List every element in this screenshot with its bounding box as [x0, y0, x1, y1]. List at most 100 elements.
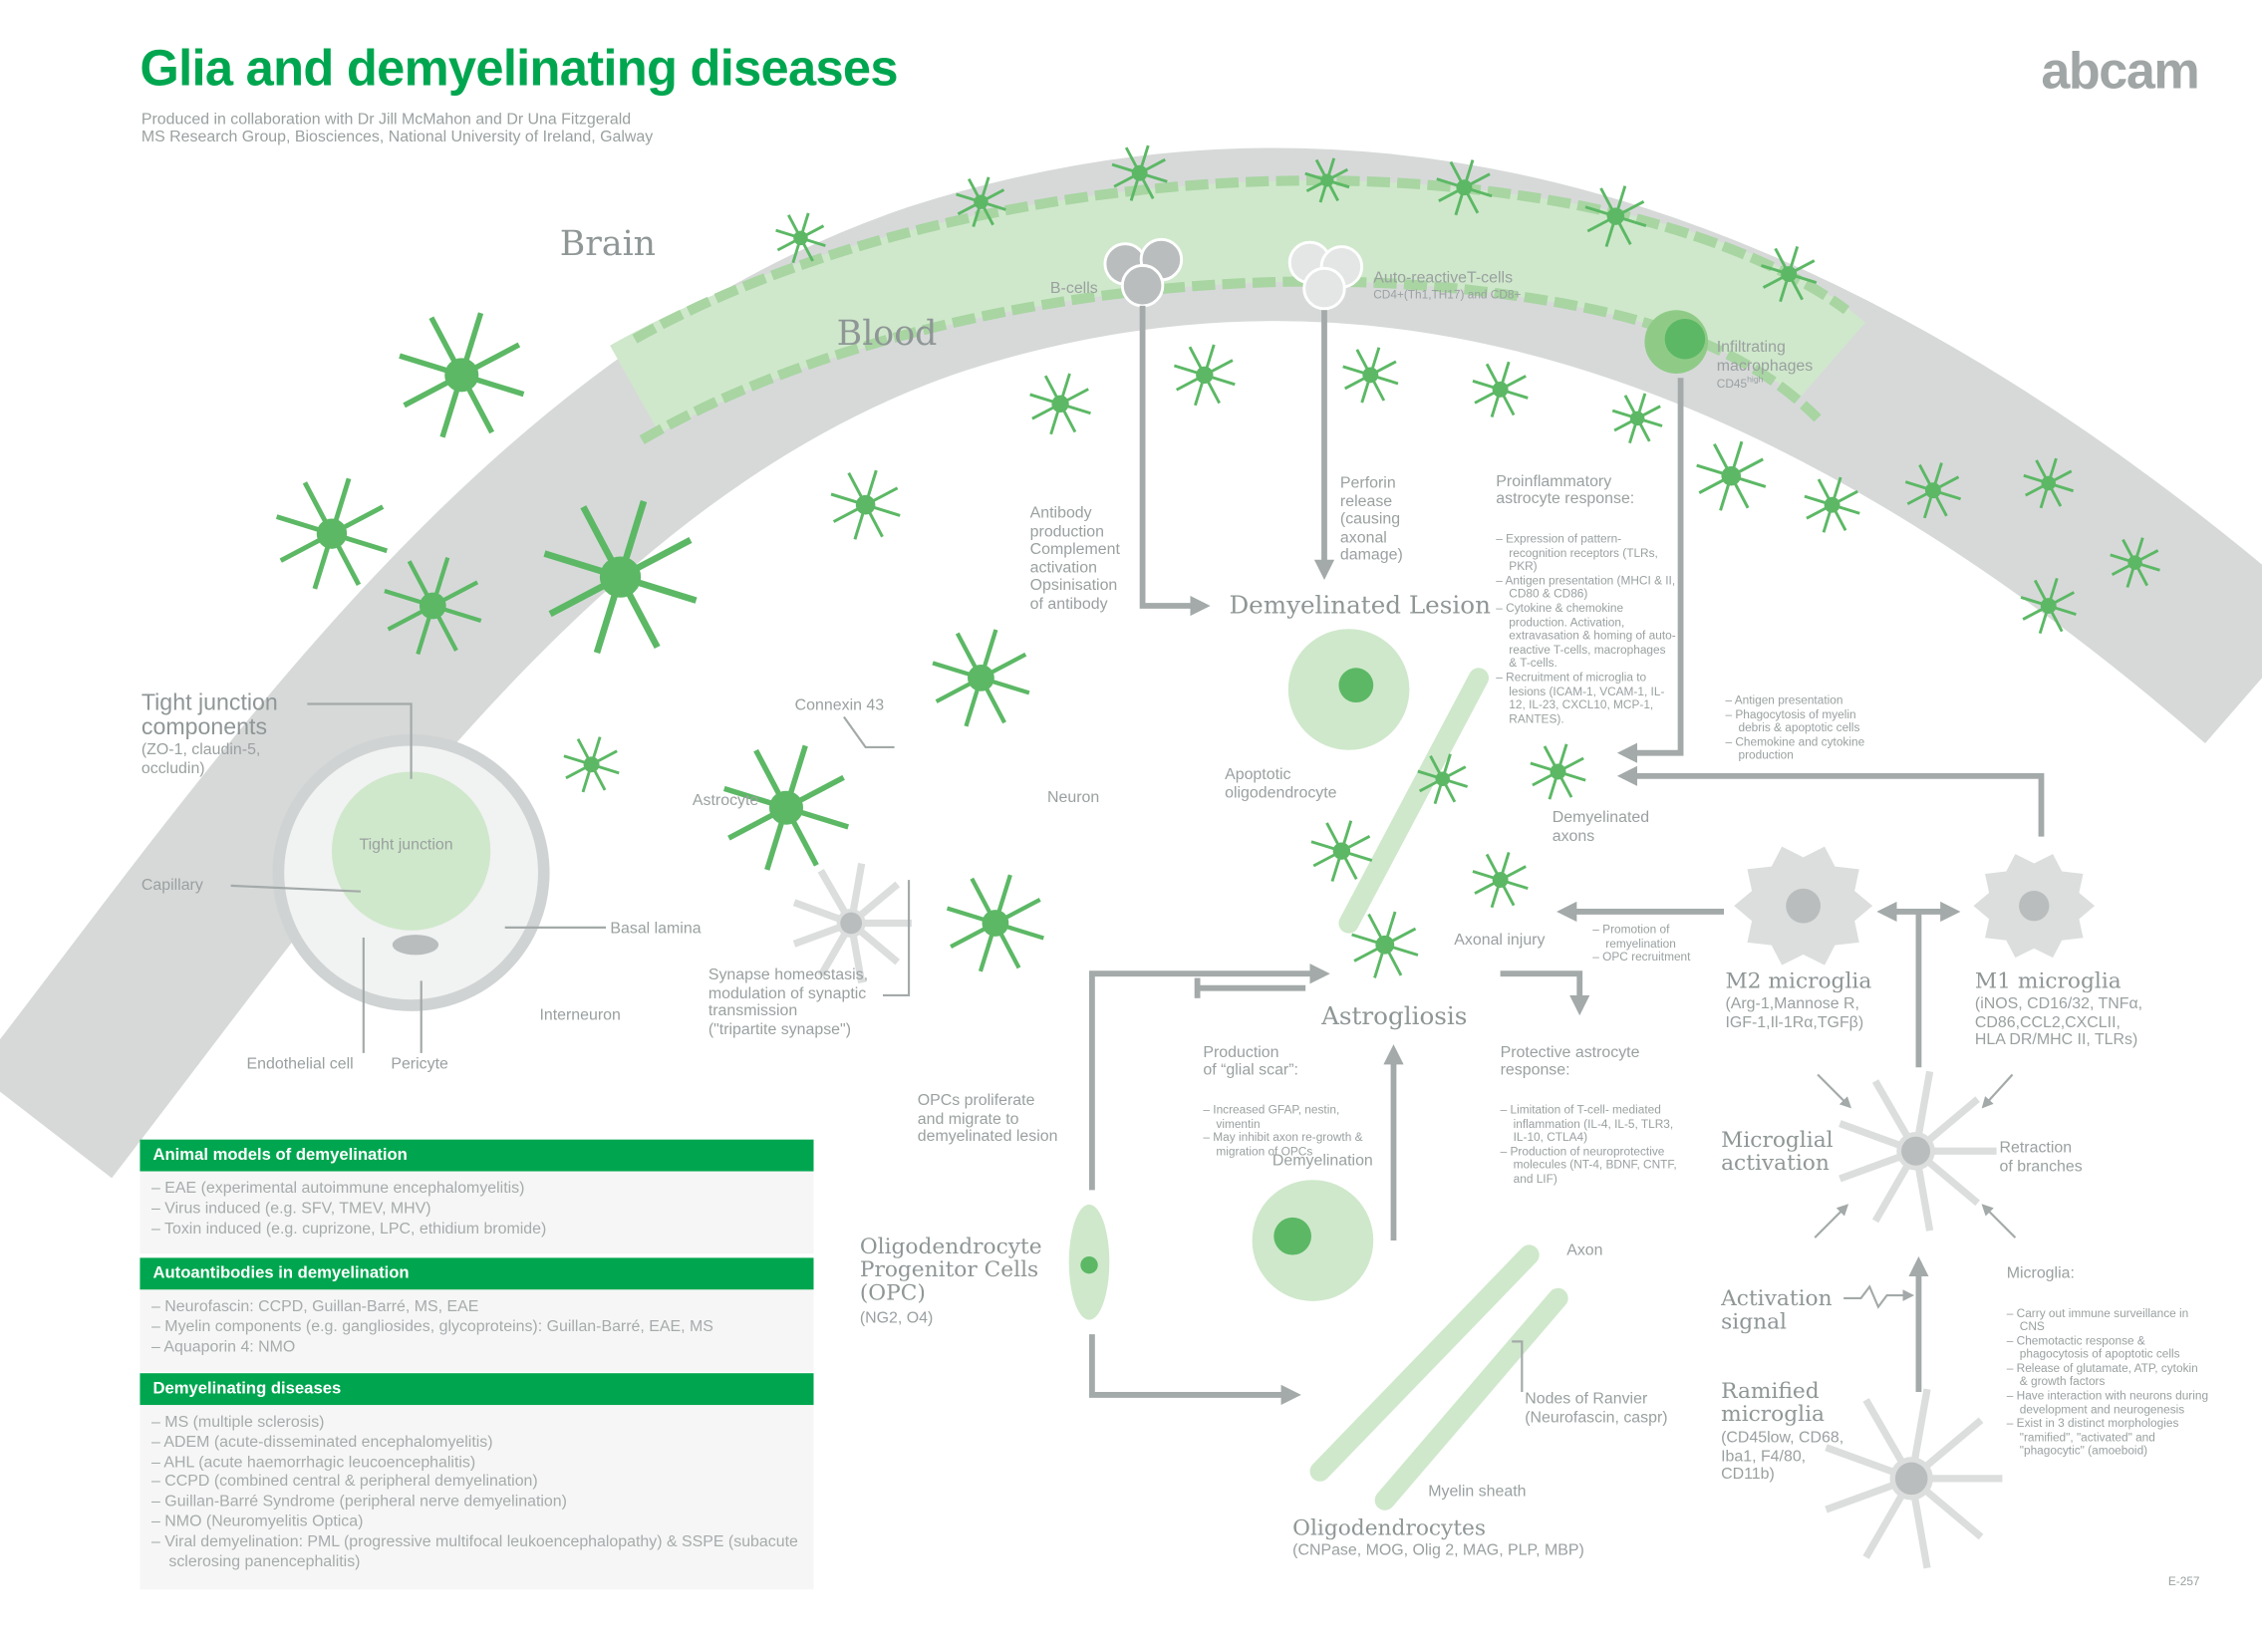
- astrocyte-icon: [830, 469, 901, 540]
- list-item: Recruitment of microglia to lesions (ICA…: [1496, 671, 1676, 726]
- info-panel: Animal models of demyelinationEAE (exper…: [140, 1139, 814, 1254]
- glial-scar-list: Increased GFAP, nestin, vimentinMay inhi…: [1203, 1103, 1376, 1159]
- vessel-wall-top: [632, 175, 1850, 344]
- astrocyte-icon: [1436, 159, 1493, 216]
- opc-label: Oligodendrocyte Progenitor Cells (OPC): [859, 1233, 1042, 1306]
- list-item: Phagocytosis of myelin debris & apoptoti…: [1725, 707, 1890, 735]
- vessel-wall-bottom: [639, 276, 1822, 444]
- axonal-injury-label: Axonal injury: [1454, 932, 1546, 950]
- t-cells-label: Auto-reactiveT-cells: [1373, 269, 1514, 288]
- proinflammatory-response: Proinflammatory astrocyte response: Expr…: [1496, 454, 1676, 744]
- protective-response: Protective astrocyte response: Limitatio…: [1501, 1025, 1688, 1205]
- glial-scar: Production of “glial scar”: Increased GF…: [1203, 1025, 1376, 1177]
- astrocyte-icon: [1310, 820, 1373, 882]
- list-item: Expression of pattern-recognition recept…: [1496, 532, 1676, 574]
- info-panel-title: Demyelinating diseases: [140, 1373, 814, 1406]
- list-item: Guillan-Barré Syndrome (peripheral nerve…: [151, 1494, 802, 1514]
- astrocyte-icon: [1696, 440, 1767, 511]
- macrophages-marker-sup: high: [1747, 376, 1764, 386]
- proinflammatory-list: Expression of pattern-recognition recept…: [1496, 532, 1676, 725]
- m2-functions-list: Promotion of remyelinationOPC recruitmen…: [1592, 924, 1715, 965]
- macrophages-marker-text: CD45: [1716, 377, 1748, 391]
- demyelinated-axons-label: Demyelinated axons: [1552, 809, 1650, 845]
- microglia-ramified-icon: [1825, 1388, 2003, 1569]
- astrocyte-icon: [275, 477, 389, 590]
- astrocyte-icon: [1472, 852, 1529, 909]
- tight-junction-components-label: Tight junction components: [141, 690, 278, 740]
- activation-signal-label: Activation signal: [1721, 1284, 1833, 1335]
- astrocyte-icon: [1173, 344, 1236, 407]
- info-panel-title: Autoantibodies in demyelination: [140, 1257, 814, 1290]
- astrocyte-icon: [956, 176, 1006, 228]
- macrophages-marker: CD45high: [1717, 375, 1764, 391]
- capillary-lumen: [331, 771, 491, 931]
- astrogliosis-label: Astrogliosis: [1321, 1002, 1468, 1032]
- credit-line-1: Produced in collaboration with Dr Jill M…: [141, 111, 632, 129]
- list-item: Viral demyelination: PML (progressive mu…: [151, 1533, 802, 1573]
- microglia-amoeboid-icon: [1734, 846, 1873, 965]
- microglia-ramified-icon: [1838, 1070, 1997, 1232]
- microglia-cells: [792, 846, 2096, 1569]
- list-item: ADEM (acute-disseminated encephalomyelit…: [151, 1434, 802, 1454]
- m1-functions-list: Antigen presentationPhagocytosis of myel…: [1725, 693, 1890, 762]
- credit-line-2: MS Research Group, Biosciences, National…: [141, 128, 654, 146]
- astrocyte-icon: [1611, 393, 1663, 444]
- protective-list: Limitation of T-cell- mediated inflammat…: [1501, 1103, 1688, 1186]
- list-item: Promotion of remyelination: [1592, 924, 1715, 952]
- list-item: Neurofascin: CCPD, Guillan-Barré, MS, EA…: [151, 1298, 802, 1318]
- list-item: Cytokine & chemokine production. Activat…: [1496, 602, 1676, 671]
- astrocyte-icon: [1417, 753, 1469, 805]
- astrocyte-icon: [775, 212, 826, 264]
- proinflammatory-title: Proinflammatory astrocyte response:: [1496, 472, 1635, 508]
- blood-label: Blood: [836, 313, 938, 354]
- arrows: [1089, 305, 2045, 1406]
- b-cells: [1103, 237, 1184, 308]
- brain-label: Brain: [559, 223, 657, 264]
- nodes-of-ranvier-label: Nodes of Ranvier (Neurofascin, caspr): [1525, 1390, 1668, 1427]
- basal-lamina-label: Basal lamina: [610, 920, 702, 939]
- list-item: Antigen presentation (MHCI & II, CD80 & …: [1496, 574, 1676, 602]
- oligodendrocyte-cell: [1252, 1180, 1374, 1301]
- page-title: Glia and demyelinating diseases: [140, 40, 898, 97]
- protective-title: Protective astrocyte response:: [1500, 1043, 1640, 1079]
- t-cells-markers: CD4+(Th1,TH17) and CD8+: [1373, 288, 1522, 302]
- list-item: EAE (experimental autoimmune encephalomy…: [151, 1180, 802, 1200]
- tight-junction-components-list: (ZO-1, claudin-5, occludin): [141, 741, 261, 777]
- list-item: Release of glutamate, ATP, cytokin & gro…: [2007, 1361, 2209, 1389]
- antibody-label: Antibody production Complement activatio…: [1029, 504, 1120, 613]
- astrocyte-icon: [1111, 144, 1168, 201]
- astrocyte-icon: [946, 874, 1044, 972]
- m2-microglia-label: M2 microglia: [1725, 967, 1872, 994]
- microglia-ramified-icon: [792, 863, 912, 984]
- endothelial-cell-label: Endothelial cell: [246, 1055, 354, 1074]
- m1-microglia-label: M1 microglia: [1974, 967, 2121, 994]
- capillary-label: Capillary: [141, 877, 203, 895]
- ramified-microglia-label: Ramified microglia: [1721, 1377, 1826, 1427]
- list-item: AHL (acute haemorrhagic leucoencephaliti…: [151, 1454, 802, 1474]
- myelin-sheath-label: Myelin sheath: [1428, 1483, 1527, 1501]
- astrocytes: [275, 144, 2160, 978]
- b-cells-label: B-cells: [1049, 279, 1098, 298]
- glial-scar-title: Production of “glial scar”:: [1203, 1043, 1298, 1079]
- astrocyte-icon: [1304, 157, 1350, 203]
- abcam-logo: abcam: [2041, 40, 2199, 100]
- ramified-microglia-markers: (CD45low, CD68, Iba1, F4/80, CD11b): [1721, 1429, 1844, 1484]
- synapse-label: Synapse homeostasis, modulation of synap…: [707, 965, 869, 1038]
- list-item: Production of neuroprotective molecules …: [1501, 1145, 1688, 1187]
- neuron-label: Neuron: [1047, 788, 1100, 807]
- list-item: Limitation of T-cell- mediated inflammat…: [1501, 1103, 1688, 1145]
- oligodendrocytes-markers: (CNPase, MOG, Olig 2, MAG, PLP, MBP): [1292, 1541, 1584, 1559]
- macrophages-label: Infiltrating macrophages: [1716, 339, 1814, 375]
- astrocyte-icon: [384, 557, 482, 656]
- perforin-label: Perforin release (causing axonal damage): [1339, 474, 1403, 565]
- microglia-info-list: Carry out immune surveillance in CNSChem…: [2007, 1306, 2209, 1459]
- list-item: OPC recruitment: [1592, 951, 1715, 964]
- list-item: Exist in 3 distinct morphologies "ramifi…: [2007, 1417, 2209, 1459]
- list-item: Chemotactic response & phagocytosis of a…: [2007, 1334, 2209, 1362]
- microglia-amoeboid-icon: [1973, 854, 2096, 959]
- t-cells: [1287, 240, 1364, 311]
- list-item: Virus induced (e.g. SFV, TMEV, MHV): [151, 1200, 802, 1220]
- list-item: Carry out immune surveillance in CNS: [2007, 1306, 2209, 1334]
- interneuron-label: Interneuron: [539, 1006, 621, 1024]
